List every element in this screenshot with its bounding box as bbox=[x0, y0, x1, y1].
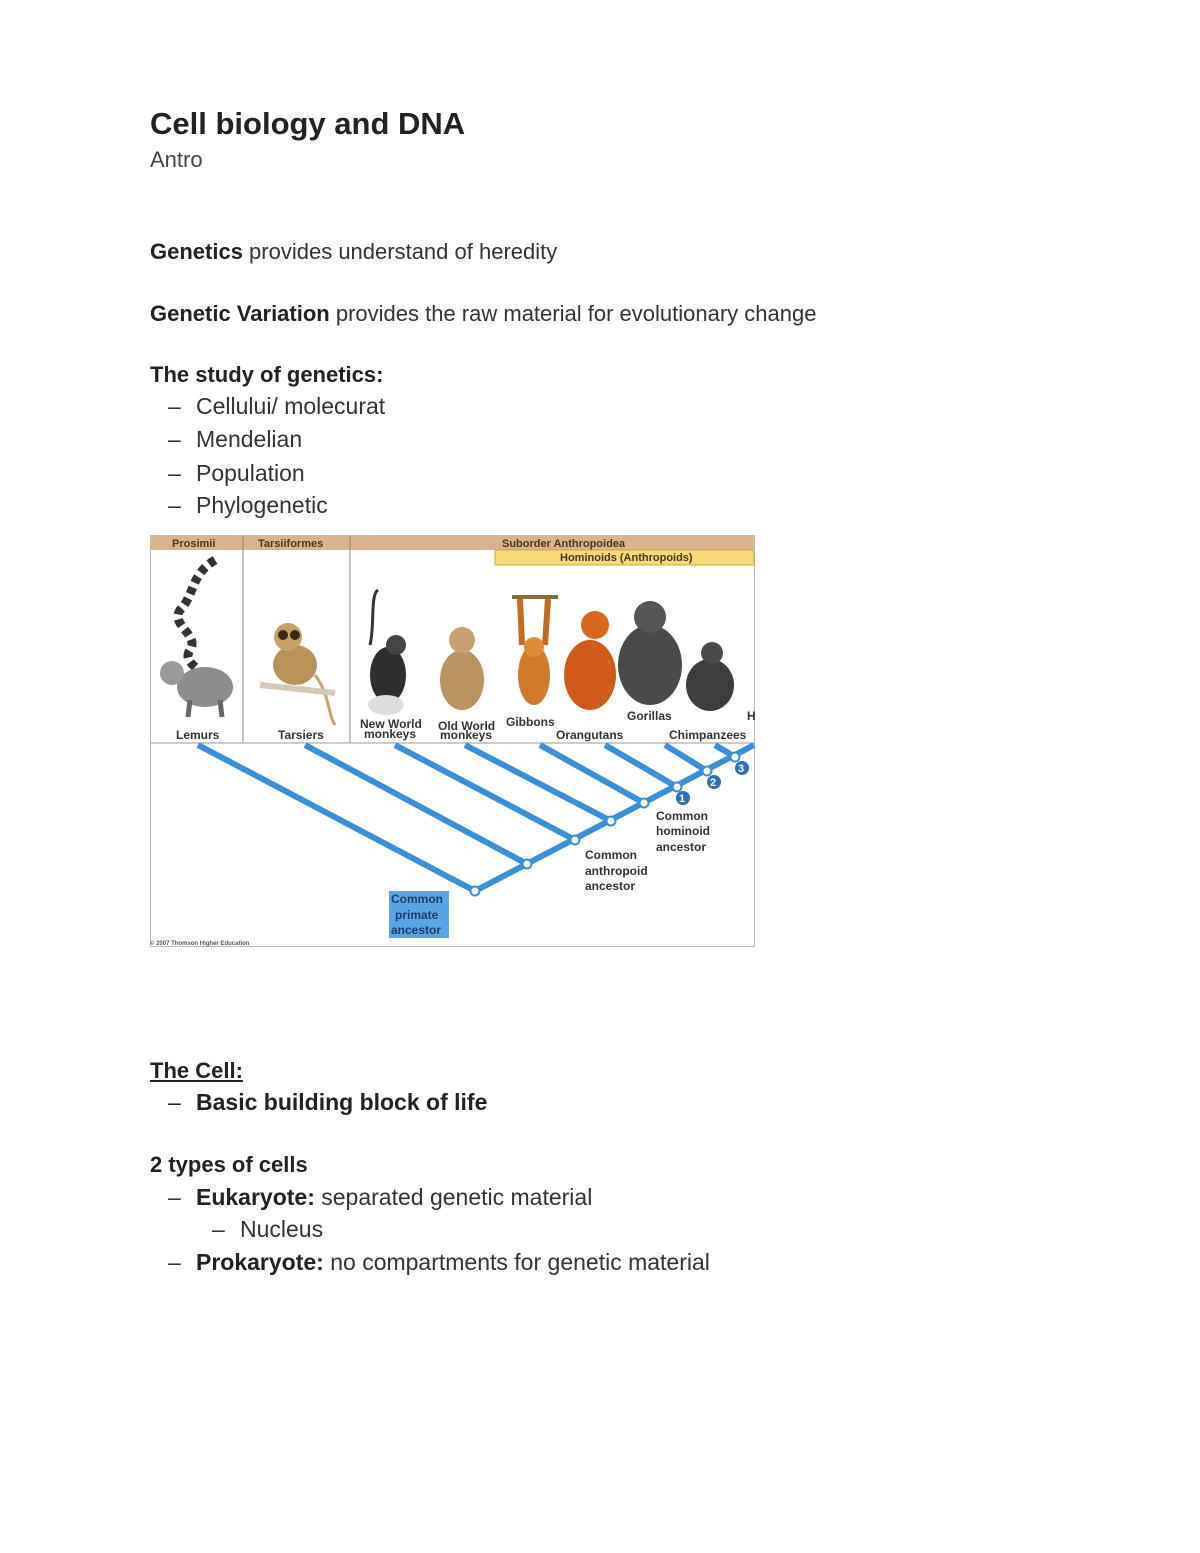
label-monkeys: monkeys bbox=[440, 728, 492, 742]
prokaryote-term: Prokaryote: bbox=[196, 1249, 324, 1275]
prokaryote-text: no compartments for genetic material bbox=[323, 1249, 710, 1275]
label-lemurs: Lemurs bbox=[176, 728, 220, 742]
list-item: –Prokaryote: no compartments for genetic… bbox=[168, 1249, 710, 1275]
list-item-text: Basic building block of life bbox=[196, 1089, 488, 1115]
tarsier-illustration bbox=[259, 623, 337, 726]
eukaryote-text: separated genetic material bbox=[314, 1184, 593, 1210]
header-band bbox=[150, 536, 754, 550]
anthropoid-ancestor-line2: anthropoid bbox=[585, 864, 648, 878]
node-number-1: 1 bbox=[679, 793, 685, 805]
genetics-line: Genetics provides understand of heredity bbox=[150, 239, 557, 265]
gibbon-illustration bbox=[512, 595, 558, 705]
chimpanzee-illustration bbox=[686, 642, 734, 711]
node-number-2: 2 bbox=[710, 777, 716, 789]
list-item: –Population bbox=[168, 460, 305, 486]
label-humans-cut: H bbox=[747, 709, 756, 723]
variation-line: Genetic Variation provides the raw mater… bbox=[150, 301, 816, 327]
node-number-3: 3 bbox=[738, 763, 744, 775]
cell-heading: The Cell: bbox=[150, 1058, 243, 1084]
header-prosimii: Prosimii bbox=[172, 538, 215, 550]
orangutan-illustration bbox=[564, 611, 616, 710]
node-number-badges: 1 2 3 bbox=[676, 761, 749, 805]
primate-ancestor-line2: primate bbox=[395, 908, 439, 922]
study-heading-text: The study of genetics: bbox=[150, 362, 384, 387]
genetics-term: Genetics bbox=[150, 239, 243, 264]
label-gibbons: Gibbons bbox=[506, 715, 555, 729]
list-item: –Phylogenetic bbox=[168, 492, 328, 518]
cladogram-nodes bbox=[469, 751, 741, 897]
gorilla-illustration bbox=[618, 601, 682, 705]
hominoid-band bbox=[494, 549, 755, 566]
cell-heading-text: The Cell: bbox=[150, 1058, 243, 1083]
page-subtitle: Antro bbox=[150, 147, 203, 172]
old-world-monkey-illustration bbox=[440, 627, 484, 710]
label-gorillas: Gorillas bbox=[627, 709, 672, 723]
anthropoid-ancestor-line1: Common bbox=[585, 848, 637, 862]
variation-term: Genetic Variation bbox=[150, 301, 330, 326]
list-item-text: Phylogenetic bbox=[196, 492, 328, 518]
label-new-world: New World bbox=[360, 717, 422, 731]
list-item: –Eukaryote: separated genetic material bbox=[168, 1184, 593, 1210]
label-tarsiers: Tarsiers bbox=[278, 728, 324, 742]
nucleus-text: Nucleus bbox=[240, 1216, 324, 1242]
study-heading: The study of genetics: bbox=[150, 362, 383, 388]
list-item-text: Mendelian bbox=[196, 426, 303, 452]
header-suborder: Suborder Anthropoidea bbox=[502, 538, 626, 550]
types-heading: 2 types of cells bbox=[150, 1152, 308, 1178]
list-item-text: Population bbox=[196, 460, 305, 486]
hominoid-ancestor-line3: ancestor bbox=[656, 840, 706, 854]
anthropoid-ancestor-line3: ancestor bbox=[585, 879, 635, 893]
hominoid-ancestor-line2: hominoid bbox=[656, 824, 710, 838]
label-chimpanzees: Chimpanzees bbox=[669, 728, 747, 742]
label-monkeys: monkeys bbox=[364, 727, 416, 741]
header-hominoids: Hominoids (Anthropoids) bbox=[560, 552, 693, 564]
primate-ancestor-line3: ancestor bbox=[391, 923, 441, 937]
primate-ancestor-box bbox=[389, 891, 449, 938]
types-heading-text: 2 types of cells bbox=[150, 1152, 308, 1177]
label-orangutans: Orangutans bbox=[556, 728, 624, 742]
list-item: –Cellului/ molecurat bbox=[168, 393, 386, 419]
list-item: –Basic building block of life bbox=[168, 1089, 488, 1115]
header-tarsiiformes: Tarsiiformes bbox=[258, 538, 323, 550]
variation-text: provides the raw material for evolutiona… bbox=[329, 301, 817, 326]
primate-ancestor-line1: Common bbox=[391, 892, 443, 906]
list-item: –Nucleus bbox=[212, 1216, 324, 1242]
new-world-monkey-illustration bbox=[368, 588, 406, 715]
genetics-text: provides understand of heredity bbox=[242, 239, 558, 264]
eukaryote-term: Eukaryote: bbox=[196, 1184, 315, 1210]
lemur-illustration bbox=[160, 556, 233, 718]
page-title: Cell biology and DNA bbox=[150, 106, 466, 141]
label-old-world: Old World bbox=[438, 719, 495, 733]
list-item-text: Cellului/ molecurat bbox=[196, 393, 386, 419]
figure-copyright: © 2007 Thomson Higher Education bbox=[150, 940, 250, 947]
primate-phylogeny-figure: Prosimii Tarsiiformes Suborder Anthropoi… bbox=[150, 535, 756, 947]
list-item: –Mendelian bbox=[168, 426, 303, 452]
hominoid-ancestor-line1: Common bbox=[656, 809, 708, 823]
